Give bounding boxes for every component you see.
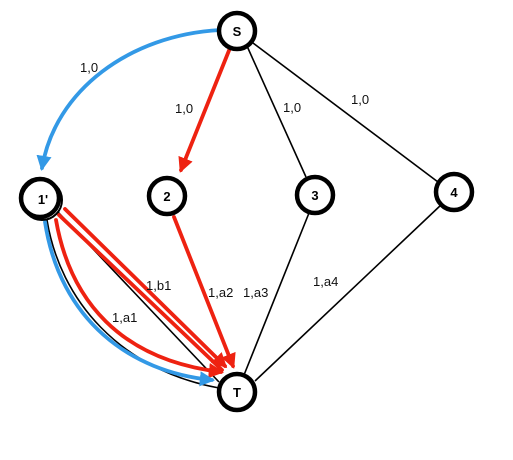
edge-1-t-a1-curve xyxy=(46,219,220,389)
edge-label-1-t-b1: 1,b1 xyxy=(146,278,171,293)
red-edge-1-t-b xyxy=(57,213,224,372)
edge-label-s-4: 1,0 xyxy=(351,92,369,107)
edge-label-3-t: 1,a3 xyxy=(243,285,268,300)
red-edge-1-t-curve xyxy=(54,218,225,379)
edge-label-1-t-a1: 1,a1 xyxy=(112,310,137,325)
edge-label-s-1: 1,0 xyxy=(80,60,98,75)
node-1[interactable]: 1' xyxy=(18,176,63,221)
edge-s-3 xyxy=(246,45,307,178)
node-4[interactable]: 4 xyxy=(433,171,475,213)
blue-path-layer xyxy=(36,28,222,387)
node-3[interactable]: 3 xyxy=(294,174,336,216)
edge-4-t xyxy=(254,203,443,382)
blue-edge-1-t xyxy=(43,220,216,387)
node-t-label: T xyxy=(233,385,241,400)
blue-edge-s-1 xyxy=(36,28,222,171)
node-2[interactable]: 2 xyxy=(146,175,188,217)
edge-label-4-t: 1,a4 xyxy=(313,274,338,289)
red-edge-1-t-a xyxy=(63,207,228,369)
node-s-label: S xyxy=(233,24,242,39)
edge-labels: 1,0 1,0 1,0 1,0 1,b1 1,a1 1,a2 1,a3 1,a4 xyxy=(80,60,369,325)
edge-label-2-t: 1,a2 xyxy=(208,285,233,300)
node-4-label: 4 xyxy=(450,185,458,200)
edge-label-s-2: 1,0 xyxy=(175,101,193,116)
node-3-label: 3 xyxy=(311,188,318,203)
node-2-label: 2 xyxy=(163,189,170,204)
edge-3-t xyxy=(243,212,310,376)
edge-label-s-3: 1,0 xyxy=(283,100,301,115)
edge-s-4 xyxy=(252,42,439,183)
red-edge-2-t xyxy=(172,215,236,369)
node-1-label: 1' xyxy=(38,192,48,207)
node-s[interactable]: S xyxy=(216,10,258,52)
red-path-layer xyxy=(54,46,236,379)
red-edge-s-2 xyxy=(178,46,232,173)
node-t[interactable]: T xyxy=(216,371,258,413)
